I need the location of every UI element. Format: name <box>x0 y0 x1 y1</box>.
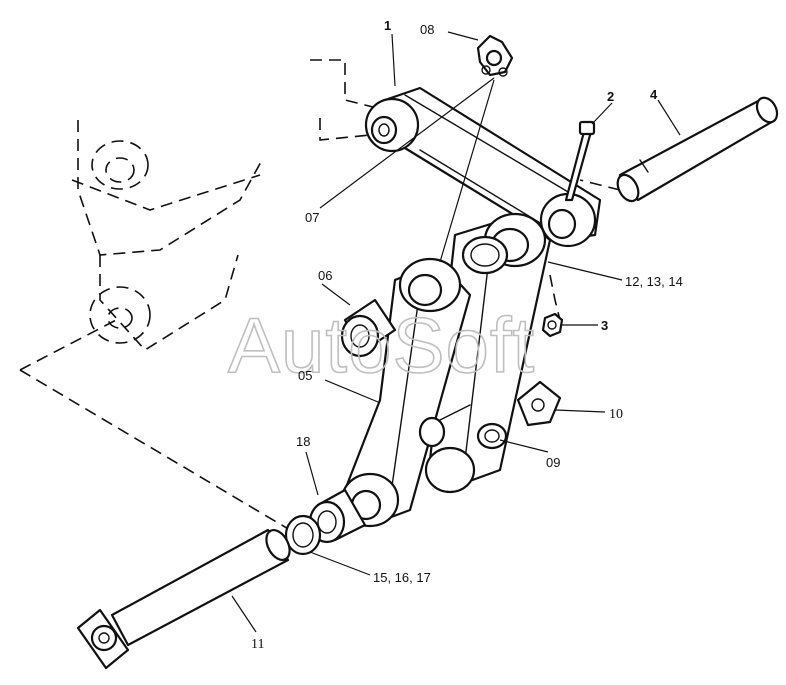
callout-4: 4 <box>650 87 658 102</box>
callout-1: 1 <box>384 18 391 33</box>
callout-15-16-17: 15, 16, 17 <box>373 570 431 585</box>
callout-05: 05 <box>298 368 312 383</box>
callout-3: 3 <box>601 318 608 333</box>
callout-08: 08 <box>420 22 434 37</box>
callout-11: 11 <box>251 637 264 652</box>
upper-alignment-lines <box>310 59 621 321</box>
part-06-bushing <box>340 298 397 358</box>
part-4-pin <box>616 96 779 203</box>
callout-12-13-14: 12, 13, 14 <box>625 274 683 289</box>
callout-2: 2 <box>607 89 614 104</box>
callout-18: 18 <box>296 434 310 449</box>
part-12-13-14-ring <box>461 235 509 275</box>
part-2-bolt <box>564 120 596 202</box>
frame-housing-outline <box>19 120 291 531</box>
leader-lines <box>231 31 681 633</box>
watermark: AutoSoft <box>228 301 535 389</box>
part-1-upper-bracket <box>364 86 602 248</box>
callout-07: 07 <box>305 210 319 225</box>
callout-09: 09 <box>546 455 560 470</box>
callout-10: 10 <box>609 407 623 422</box>
part-08-grease-fitting <box>476 34 514 77</box>
part-11-lower-pin <box>76 528 291 670</box>
part-15-16-17-ring <box>284 514 322 556</box>
callout-06: 06 <box>318 268 332 283</box>
part-3-nut <box>541 312 564 338</box>
part-09-washer <box>476 422 508 450</box>
